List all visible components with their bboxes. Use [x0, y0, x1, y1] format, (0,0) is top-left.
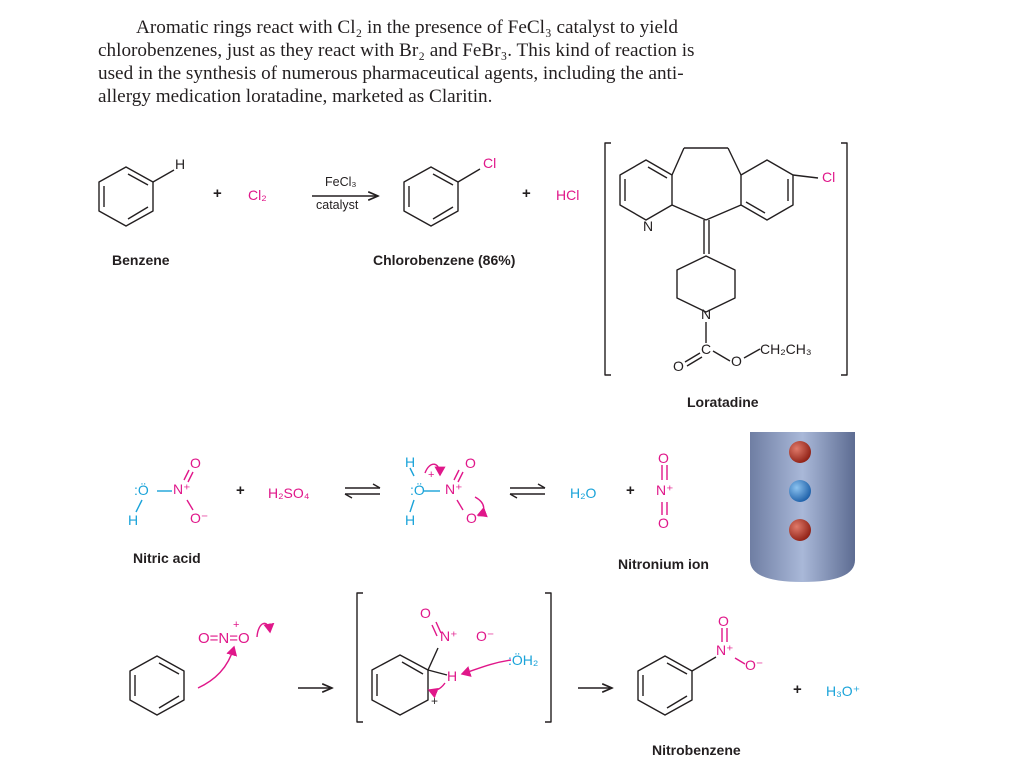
water-product: H₂O	[570, 485, 597, 501]
bracket-left	[604, 142, 611, 376]
protonated-n-plus: N⁺	[445, 481, 463, 497]
equilibrium-arrow-1	[344, 483, 381, 499]
loratadine-ester-o: O	[731, 353, 742, 369]
nitric-acid-label: Nitric acid	[133, 550, 201, 566]
protonated-o-top: O	[465, 455, 476, 471]
intermediate-ring	[371, 647, 448, 716]
nitronium-n-plus: N⁺	[656, 482, 674, 498]
fecl3-catalyst: FeCl₃	[325, 175, 357, 189]
nitric-o-top: O	[190, 455, 201, 471]
intermediate-h: H	[447, 668, 458, 684]
nitrobenzene-o-top: O	[718, 613, 729, 629]
catalyst-label: catalyst	[316, 198, 359, 212]
nitrobenzene-ring	[637, 655, 717, 716]
chlorobenzene-ring	[403, 166, 481, 227]
electrophile-charge: +	[233, 619, 240, 631]
nitric-n-plus: N⁺	[173, 481, 191, 497]
protonated-o-minus: O⁻	[466, 510, 485, 526]
nitrobenzene-label: Nitrobenzene	[652, 742, 741, 758]
intermediate-charge: +	[431, 694, 439, 708]
intro-line-4: allergy medication loratadine, marketed …	[98, 86, 493, 107]
chlorobenzene-label: Chlorobenzene (86%)	[373, 252, 516, 268]
loratadine-piperidine-n: N	[701, 306, 712, 322]
loratadine-structure	[619, 147, 819, 367]
nitronium-label: Nitronium ion	[618, 556, 709, 572]
cl2-reagent: Cl₂	[248, 187, 267, 203]
bracket-int-left	[356, 592, 363, 723]
nitrobenzene-o-minus: O⁻	[745, 657, 764, 673]
h2so4: H₂SO₄	[268, 485, 310, 501]
intermediate-n-plus: N⁺	[440, 628, 458, 644]
loratadine-pyridine-n: N	[643, 218, 654, 234]
benzene-label: Benzene	[112, 252, 170, 268]
plus-sign-4: +	[626, 482, 635, 499]
nitronium-electrophile: O=N=O	[198, 630, 250, 647]
loratadine-ethyl: CH₂CH₃	[760, 341, 812, 357]
nitronium-o-top: O	[658, 450, 669, 466]
nitronium-model	[750, 432, 855, 582]
intro-paragraph: Aromatic rings react with Cl₂ in the pre…	[98, 16, 818, 108]
protonated-h-top: H	[405, 454, 416, 470]
hcl-byproduct: HCl	[556, 187, 580, 203]
loratadine-carbonyl-c: C	[701, 341, 712, 357]
hydronium-product: H₃O⁺	[826, 683, 861, 699]
nitric-h: H	[128, 512, 139, 528]
chlorobenzene-cl: Cl	[483, 155, 497, 171]
benzene-ring-step2	[129, 655, 185, 716]
loratadine-label: Loratadine	[687, 394, 759, 410]
plus-sign-3: +	[236, 482, 245, 499]
nitrobenzene-n-plus: N⁺	[716, 642, 734, 658]
nitric-oh-oxygen: :Ö	[134, 482, 149, 498]
benzene-h-atom: H	[175, 156, 186, 172]
protonated-oxygen-charge: +	[428, 469, 435, 481]
protonated-h-bottom: H	[405, 512, 416, 528]
intro-line-1: Aromatic rings react with Cl₂ in the pre…	[136, 17, 678, 38]
bracket-right	[841, 142, 848, 376]
intermediate-o-top: O	[420, 605, 431, 621]
intermediate-o-minus: O⁻	[476, 628, 495, 644]
plus-sign-5: +	[793, 681, 802, 698]
nitronium-o-bottom: O	[658, 515, 669, 531]
equilibrium-arrow-2	[509, 483, 546, 499]
nitric-o-minus: O⁻	[190, 510, 209, 526]
bracket-int-right	[545, 592, 552, 723]
intro-line-2: chlorobenzenes, just as they react with …	[98, 40, 695, 61]
protonated-oxygen: :Ö	[410, 482, 425, 498]
benzene-ring	[98, 166, 175, 227]
loratadine-carbonyl-o: O	[673, 358, 684, 374]
loratadine-cl: Cl	[822, 169, 836, 185]
intro-line-3: used in the synthesis of numerous pharma…	[98, 63, 684, 84]
plus-sign-1: +	[213, 185, 222, 202]
water-base: :ÖH₂	[508, 652, 539, 668]
plus-sign-2: +	[522, 185, 531, 202]
